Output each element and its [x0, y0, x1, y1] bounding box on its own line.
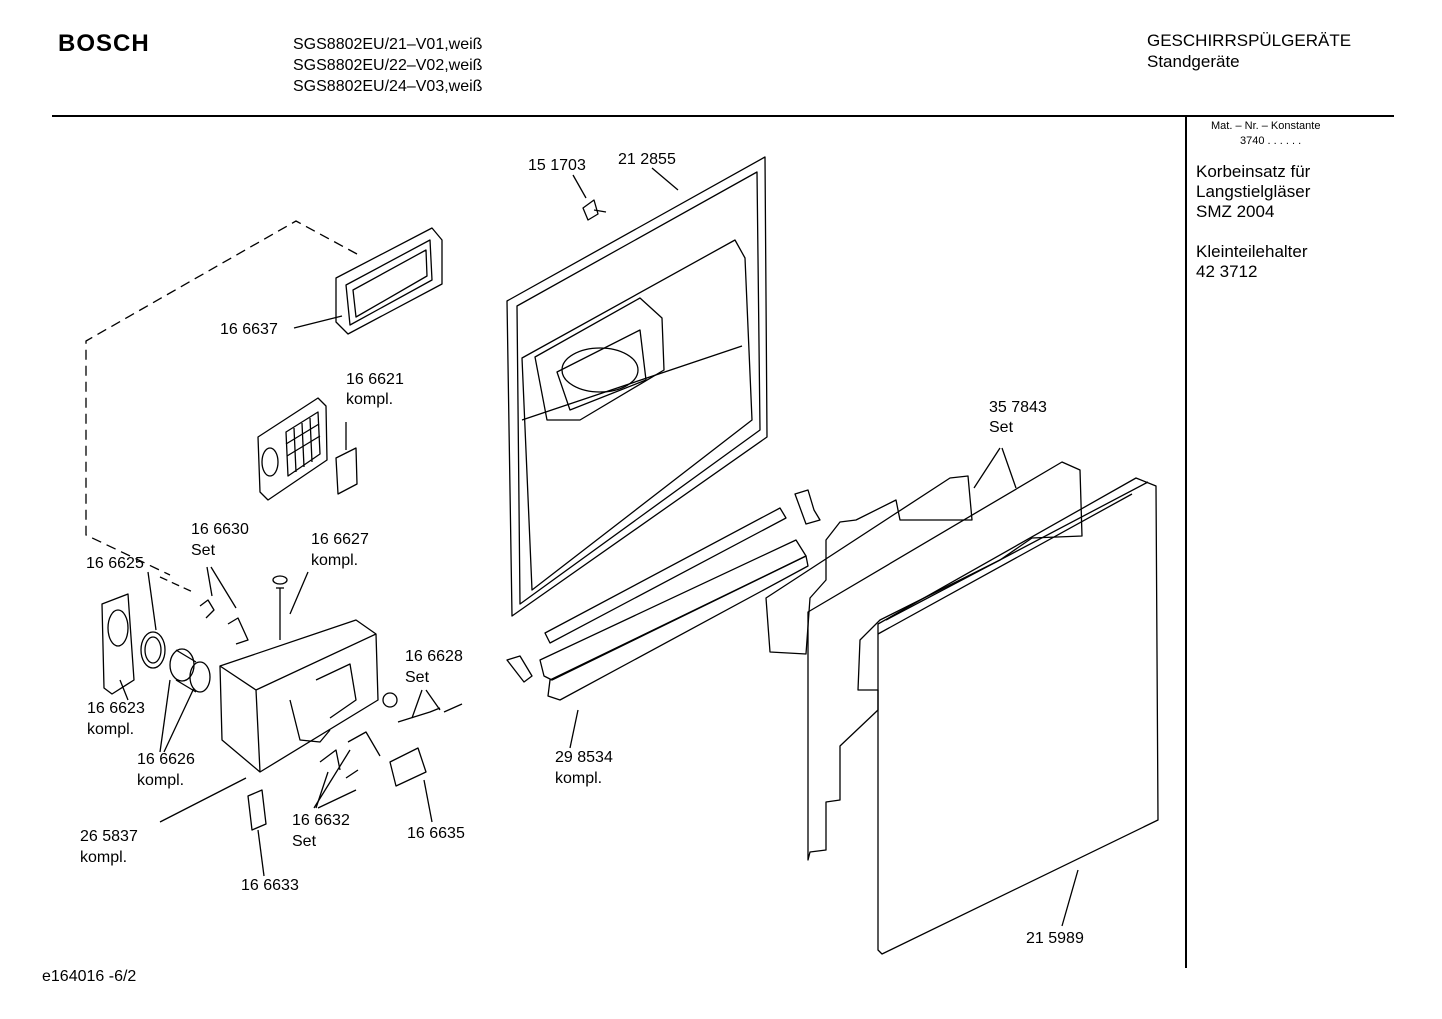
part-latch-set-166628	[382, 692, 463, 723]
mat-nr-value: 3740 . . . . . .	[1240, 135, 1302, 147]
label-166628: 16 6628	[405, 648, 463, 665]
mat-nr-label: Mat. – Nr. – Konstante	[1211, 120, 1321, 132]
assembly-guide-dashed-2	[159, 576, 196, 594]
part-control-housing-265837	[219, 619, 379, 773]
part-frame-166637	[335, 227, 443, 335]
label-298534-sub: kompl.	[555, 770, 603, 787]
label-166623: 16 6623	[87, 700, 145, 717]
label-166627-sub: kompl.	[311, 552, 359, 569]
part-pin-166627	[272, 575, 288, 640]
part-screw-151703	[582, 199, 607, 221]
label-166632: 16 6632	[292, 812, 350, 829]
label-166637: 16 6637	[220, 321, 278, 338]
leader-lines	[119, 167, 1079, 927]
assembly-guide-dashed	[85, 220, 358, 576]
label-265837-sub: kompl.	[80, 849, 128, 866]
label-166632-sub: Set	[292, 833, 317, 850]
label-151703: 15 1703	[528, 157, 586, 174]
label-166630: 16 6630	[191, 521, 249, 538]
part-knob-166626	[169, 648, 211, 693]
label-166625: 16 6625	[86, 555, 144, 572]
label-166627: 16 6627	[311, 531, 369, 548]
header-divider	[52, 115, 1394, 117]
brand-logo: BOSCH	[58, 30, 150, 57]
sidebar-divider	[1185, 116, 1187, 968]
exploded-parts-drawing	[85, 156, 1159, 955]
label-212855: 21 2855	[618, 151, 676, 168]
part-hook-set-166632	[319, 731, 381, 779]
label-357843: 35 7843	[989, 399, 1047, 416]
part-insulation-357843	[765, 461, 1083, 861]
model-line-3: SGS8802EU/24–V03,weiß	[293, 78, 483, 95]
label-215989: 21 5989	[1026, 930, 1084, 947]
label-357843-sub: Set	[989, 419, 1014, 436]
subcategory-title: Standgeräte	[1147, 52, 1240, 71]
part-rail-298534	[506, 489, 821, 701]
part-spring-set-166630	[199, 599, 249, 645]
model-line-1: SGS8802EU/21–V01,weiß	[293, 36, 483, 53]
label-166621: 16 6621	[346, 371, 404, 388]
part-seal-ring-166625	[140, 631, 166, 669]
note-1-line-2: Langstielgläser	[1196, 182, 1311, 201]
label-166633: 16 6633	[241, 877, 299, 894]
label-298534: 29 8534	[555, 749, 613, 766]
label-166628-sub: Set	[405, 669, 430, 686]
note-1-line-3: SMZ 2004	[1196, 202, 1275, 221]
part-outer-door-215989	[877, 477, 1159, 955]
note-1-line-1: Korbeinsatz für	[1196, 162, 1311, 181]
model-line-2: SGS8802EU/22–V02,weiß	[293, 57, 483, 74]
label-166626-sub: kompl.	[137, 772, 185, 789]
label-166621-sub: kompl.	[346, 391, 394, 408]
label-166635: 16 6635	[407, 825, 465, 842]
label-265837: 26 5837	[80, 828, 138, 845]
part-inner-door-212855	[506, 156, 768, 617]
label-166630-sub: Set	[191, 542, 216, 559]
part-clip-166633	[247, 789, 267, 831]
drawing-code: e164016 -6/2	[42, 968, 137, 985]
part-handle-cover-166623	[101, 593, 135, 695]
note-2-line-1: Kleinteilehalter	[1196, 242, 1308, 261]
category-title: GESCHIRRSPÜLGERÄTE	[1147, 31, 1352, 50]
part-switch-166635	[389, 747, 427, 787]
note-2-line-2: 42 3712	[1196, 262, 1258, 281]
label-166623-sub: kompl.	[87, 721, 135, 738]
part-grille-166621	[257, 397, 358, 501]
label-166626: 16 6626	[137, 751, 195, 768]
